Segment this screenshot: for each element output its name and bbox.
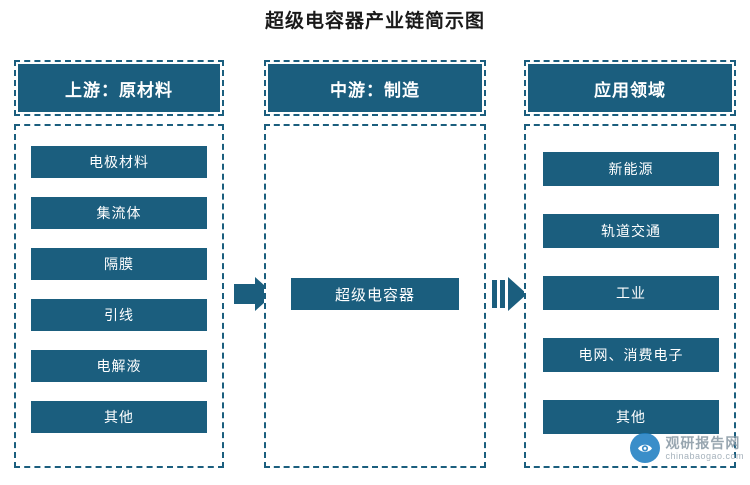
upstream-item-0[interactable]: 电极材料 [31,146,207,178]
upstream-item-4[interactable]: 电解液 [31,350,207,382]
arrow-1-shaft [234,284,255,304]
application-header-frame [524,60,736,116]
midstream-header: 中游：制造 [268,64,482,112]
arrow-2-head [508,277,527,311]
upstream-item-3[interactable]: 引线 [31,299,207,331]
midstream-header-frame [264,60,486,116]
application-item-0[interactable]: 新能源 [543,152,719,186]
application-item-4[interactable]: 其他 [543,400,719,434]
arrow-2-bar-2 [500,280,505,308]
upstream-header-frame [14,60,224,116]
upstream-item-5[interactable]: 其他 [31,401,207,433]
arrow-2-bar-1 [492,280,497,308]
midstream-item-0[interactable]: 超级电容器 [291,278,459,310]
application-item-1[interactable]: 轨道交通 [543,214,719,248]
upstream-item-2[interactable]: 隔膜 [31,248,207,280]
upstream-header: 上游：原材料 [18,64,220,112]
upstream-item-1[interactable]: 集流体 [31,197,207,229]
page-title: 超级电容器产业链简示图 [264,11,485,32]
application-item-3[interactable]: 电网、消费电子 [543,338,719,372]
application-header: 应用领域 [528,64,732,112]
application-item-2[interactable]: 工业 [543,276,719,310]
